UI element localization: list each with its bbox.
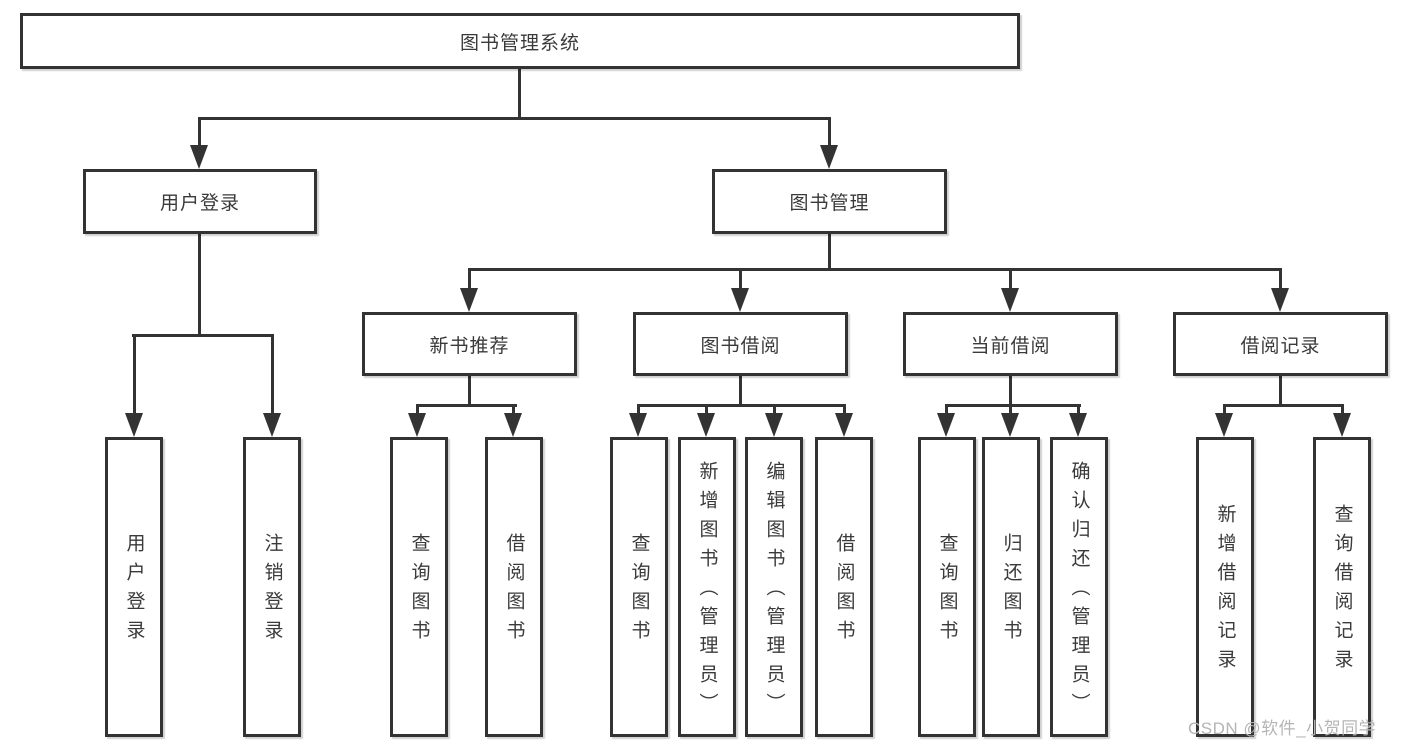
connector-arrow-shaft [1077,404,1080,416]
connector-level2-branch [198,117,831,120]
node-library-system: 图书管理系统 [20,13,1020,69]
connector-arrow-shaft [416,404,419,416]
arrow-down-icon [629,413,647,437]
leaf-user-login: 用户登录 [105,437,163,737]
connector-borrow-records-branch [1223,404,1344,407]
connector-arrow-shaft [1341,404,1344,416]
connector-book-borrow-stub [739,374,742,406]
leaf-query-books-current: 查询图书 [918,437,976,737]
connector-arrow-shaft [1009,268,1012,290]
arrow-down-icon [1001,413,1019,437]
connector-new-books-branch [417,404,517,407]
connector-current-borrow-stub [1009,374,1012,406]
connector-user-login-stub [198,234,201,335]
arrow-down-icon [1069,413,1087,437]
node-borrow-records: 借阅记录 [1173,312,1388,376]
node-current-borrow: 当前借阅 [903,312,1118,376]
arrow-down-icon [937,413,955,437]
arrow-down-icon [731,288,749,312]
connector-arrow-shaft [637,404,640,416]
connector-arrow-shaft [705,404,708,416]
connector-arrow-shaft [271,334,274,415]
arrow-down-icon [504,413,522,437]
arrow-down-icon [460,288,478,312]
node-book-borrow: 图书借阅 [633,312,848,376]
connector-book-mgmt-stub [828,233,831,270]
leaf-add-books-admin: 新增图书（管理员） [678,437,736,737]
arrow-down-icon [820,145,838,169]
connector-arrow-shaft [1223,404,1226,416]
leaf-logout: 注销登录 [243,437,301,737]
arrow-down-icon [263,413,281,437]
leaf-query-books-borrow: 查询图书 [610,437,668,737]
connector-level3-branch [468,268,1282,271]
arrow-down-icon [408,413,426,437]
connector-arrow-shaft [1009,404,1012,416]
csdn-watermark: CSDN @软件_小贺同学 [1188,719,1377,738]
connector-arrow-shaft [773,404,776,416]
arrow-down-icon [697,413,715,437]
arrow-down-icon [125,413,143,437]
connector-user-login-branch [132,334,274,337]
connector-arrow-shaft [828,117,831,147]
arrow-down-icon [835,413,853,437]
arrow-down-icon [190,145,208,169]
connector-arrow-shaft [512,404,515,416]
connector-arrow-shaft [133,334,136,415]
connector-arrow-shaft [945,404,948,416]
connector-borrow-records-stub [1279,374,1282,406]
connector-new-books-stub [468,374,471,406]
node-user-login: 用户登录 [83,169,317,234]
connector-arrow-shaft [739,268,742,290]
leaf-return-books: 归还图书 [982,437,1040,737]
arrow-down-icon [765,413,783,437]
connector-arrow-shaft [198,117,201,147]
leaf-query-books-recommend: 查询图书 [390,437,448,737]
leaf-query-borrow-record: 查询借阅记录 [1313,437,1371,737]
leaf-borrow-books: 借阅图书 [815,437,873,737]
connector-arrow-shaft [468,268,471,290]
arrow-down-icon [1271,288,1289,312]
leaf-confirm-return-admin: 确认归还（管理员） [1050,437,1108,737]
arrow-down-icon [1333,413,1351,437]
leaf-edit-books-admin: 编辑图书（管理员） [745,437,803,737]
connector-root-stub [518,69,521,119]
connector-current-borrow-branch [945,404,1081,407]
connector-arrow-shaft [843,404,846,416]
node-new-book-recommend: 新书推荐 [362,312,577,376]
arrow-down-icon [1001,288,1019,312]
leaf-add-borrow-record: 新增借阅记录 [1196,437,1254,737]
node-book-management: 图书管理 [712,169,947,234]
arrow-down-icon [1215,413,1233,437]
connector-book-borrow-branch [637,404,846,407]
connector-arrow-shaft [1279,268,1282,290]
leaf-borrow-books-recommend: 借阅图书 [485,437,543,737]
